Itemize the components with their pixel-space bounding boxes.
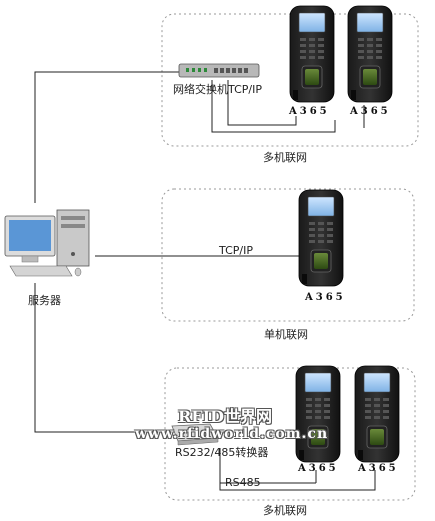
network-switch-icon <box>178 63 260 78</box>
converter-label: RS232/485转换器 <box>175 446 269 459</box>
server-label: 服务器 <box>28 294 61 307</box>
rs232-485-converter-icon <box>171 423 219 446</box>
connection-lines <box>34 71 376 491</box>
switch-label: 网络交换机TCP/IP <box>173 83 262 96</box>
rs485-link-label: RS485 <box>225 476 261 489</box>
group-title-top: 多机联网 <box>263 151 307 164</box>
fingerprint-terminal-icon <box>298 189 344 287</box>
device-model-label: A365 <box>298 463 339 474</box>
server-computer-icon <box>4 209 90 277</box>
watermark-url: www.rfidworld.com.cn <box>135 426 329 442</box>
fingerprint-terminal-icon <box>347 5 393 103</box>
fingerprint-terminal-icon <box>354 365 400 463</box>
device-model-label: A365 <box>305 292 346 303</box>
device-model-label: A365 <box>350 106 391 117</box>
group-frame-middle <box>161 188 415 322</box>
device-model-label: A365 <box>289 106 330 117</box>
watermark-title: RFID世界网 <box>178 407 273 426</box>
tcpip-link-label: TCP/IP <box>219 244 253 257</box>
group-title-bottom: 多机联网 <box>263 504 307 517</box>
fingerprint-terminal-icon <box>295 365 341 463</box>
group-title-middle: 单机联网 <box>264 328 308 341</box>
device-model-label: A365 <box>358 463 399 474</box>
fingerprint-terminal-icon <box>289 5 335 103</box>
group-frame-bottom <box>164 367 416 501</box>
